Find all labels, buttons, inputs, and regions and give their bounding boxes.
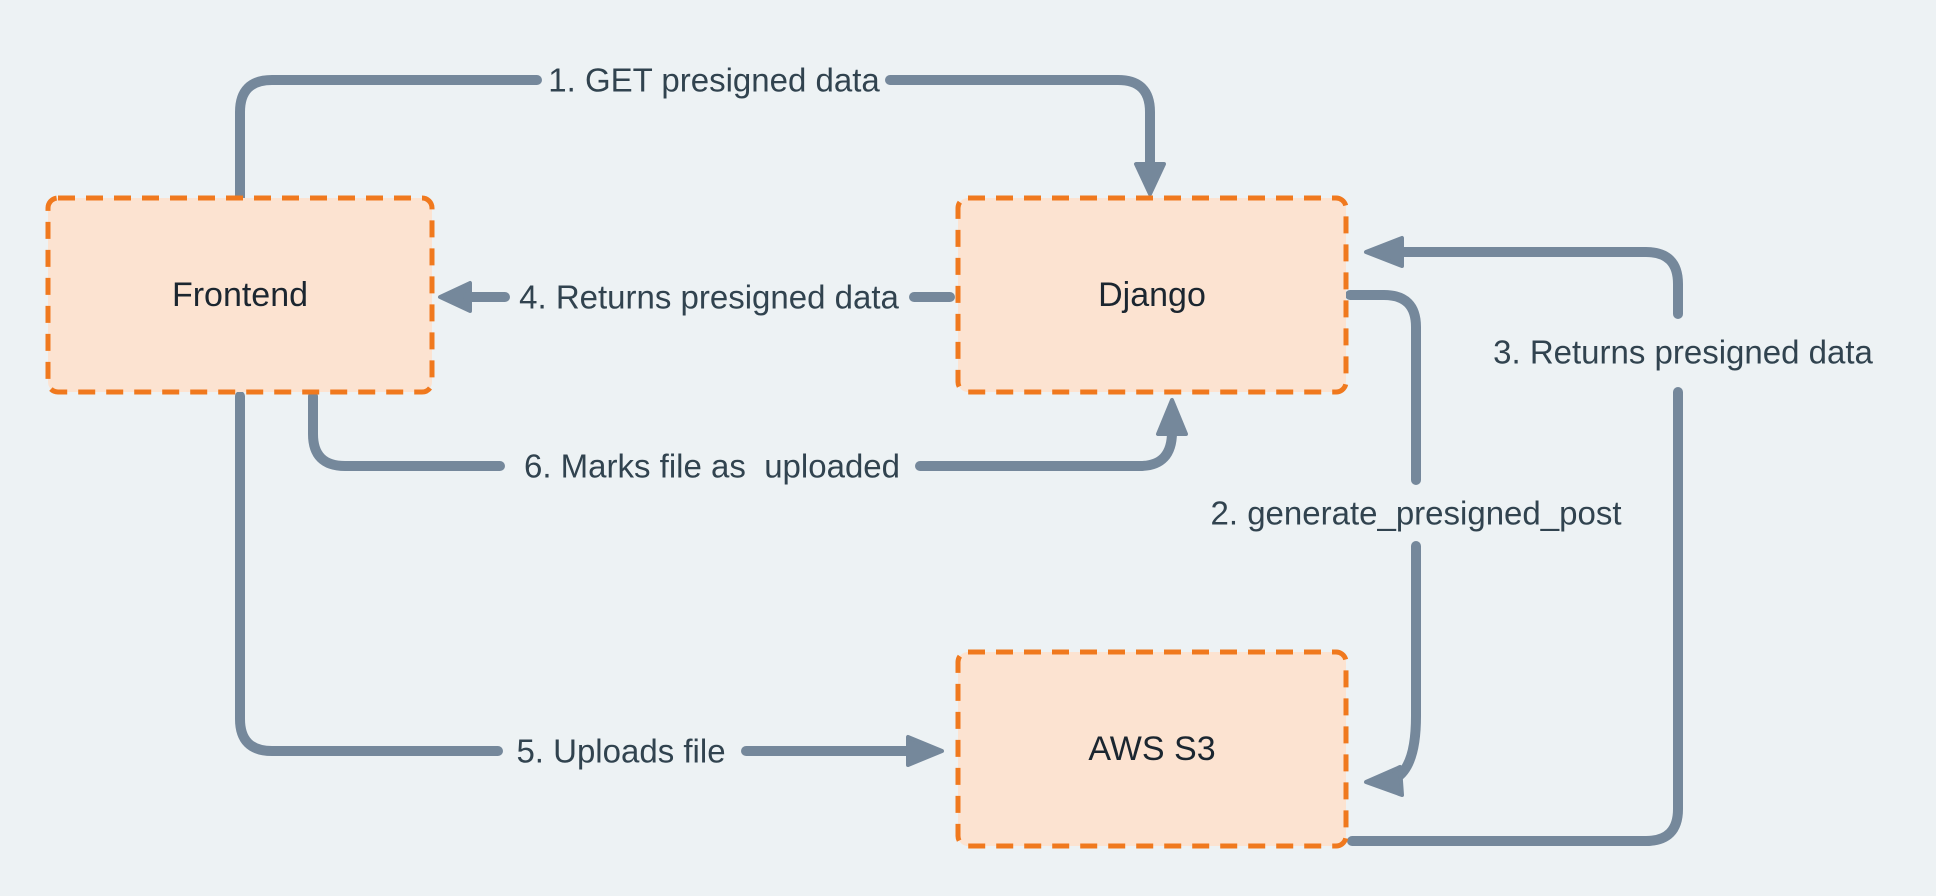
django-label: Django	[1098, 276, 1206, 314]
edge-returns-presigned-data-to-frontend: 4. Returns presigned data	[438, 279, 955, 316]
edge-generate-presigned-post: 2. generate_presigned_post	[1211, 290, 1622, 797]
edge-2-line-bottom	[1391, 541, 1421, 783]
node-django: Django	[955, 195, 1349, 395]
edge-5-label: 5. Uploads file	[516, 733, 725, 770]
edge-6-line-left	[308, 391, 505, 471]
edge-3-line-top	[1395, 247, 1683, 319]
node-frontend: Frontend	[45, 195, 435, 395]
edge-2-label: 2. generate_presigned_post	[1211, 495, 1622, 532]
frontend-box	[45, 195, 435, 395]
edge-marks-file-as-uploaded: 6. Marks file as uploaded	[308, 391, 1188, 485]
edge-6-label: 6. Marks file as uploaded	[524, 448, 900, 485]
django-box	[955, 195, 1349, 395]
edge-uploads-file: 5. Uploads file	[235, 391, 944, 770]
edge-2-arrow-left-icon	[1364, 765, 1404, 797]
edge-1-line-right	[885, 75, 1155, 171]
edge-3-arrow-left-icon	[1364, 236, 1404, 268]
edge-4-label: 4. Returns presigned data	[519, 279, 899, 316]
aws-s3-label: AWS S3	[1088, 730, 1215, 768]
edge-5-line-left	[235, 391, 503, 756]
edge-1-line-left	[235, 75, 542, 205]
frontend-label: Frontend	[172, 276, 308, 314]
aws-s3-box	[955, 649, 1349, 849]
edge-returns-presigned-data-to-django: 3. Returns presigned data	[1347, 236, 1874, 846]
node-aws-s3: AWS S3	[955, 649, 1349, 849]
edge-3-label: 3. Returns presigned data	[1493, 334, 1873, 371]
edge-6-line-right	[915, 427, 1177, 471]
edge-1-arrow-down-icon	[1134, 162, 1166, 196]
edge-5-arrow-right-icon	[906, 735, 944, 767]
edge-1-label: 1. GET presigned data	[548, 62, 880, 99]
edge-6-arrow-up-icon	[1156, 398, 1188, 436]
edge-2-line-top	[1345, 290, 1421, 485]
edge-3-line-bottom	[1347, 387, 1683, 846]
edge-get-presigned-data: 1. GET presigned data	[235, 62, 1166, 205]
